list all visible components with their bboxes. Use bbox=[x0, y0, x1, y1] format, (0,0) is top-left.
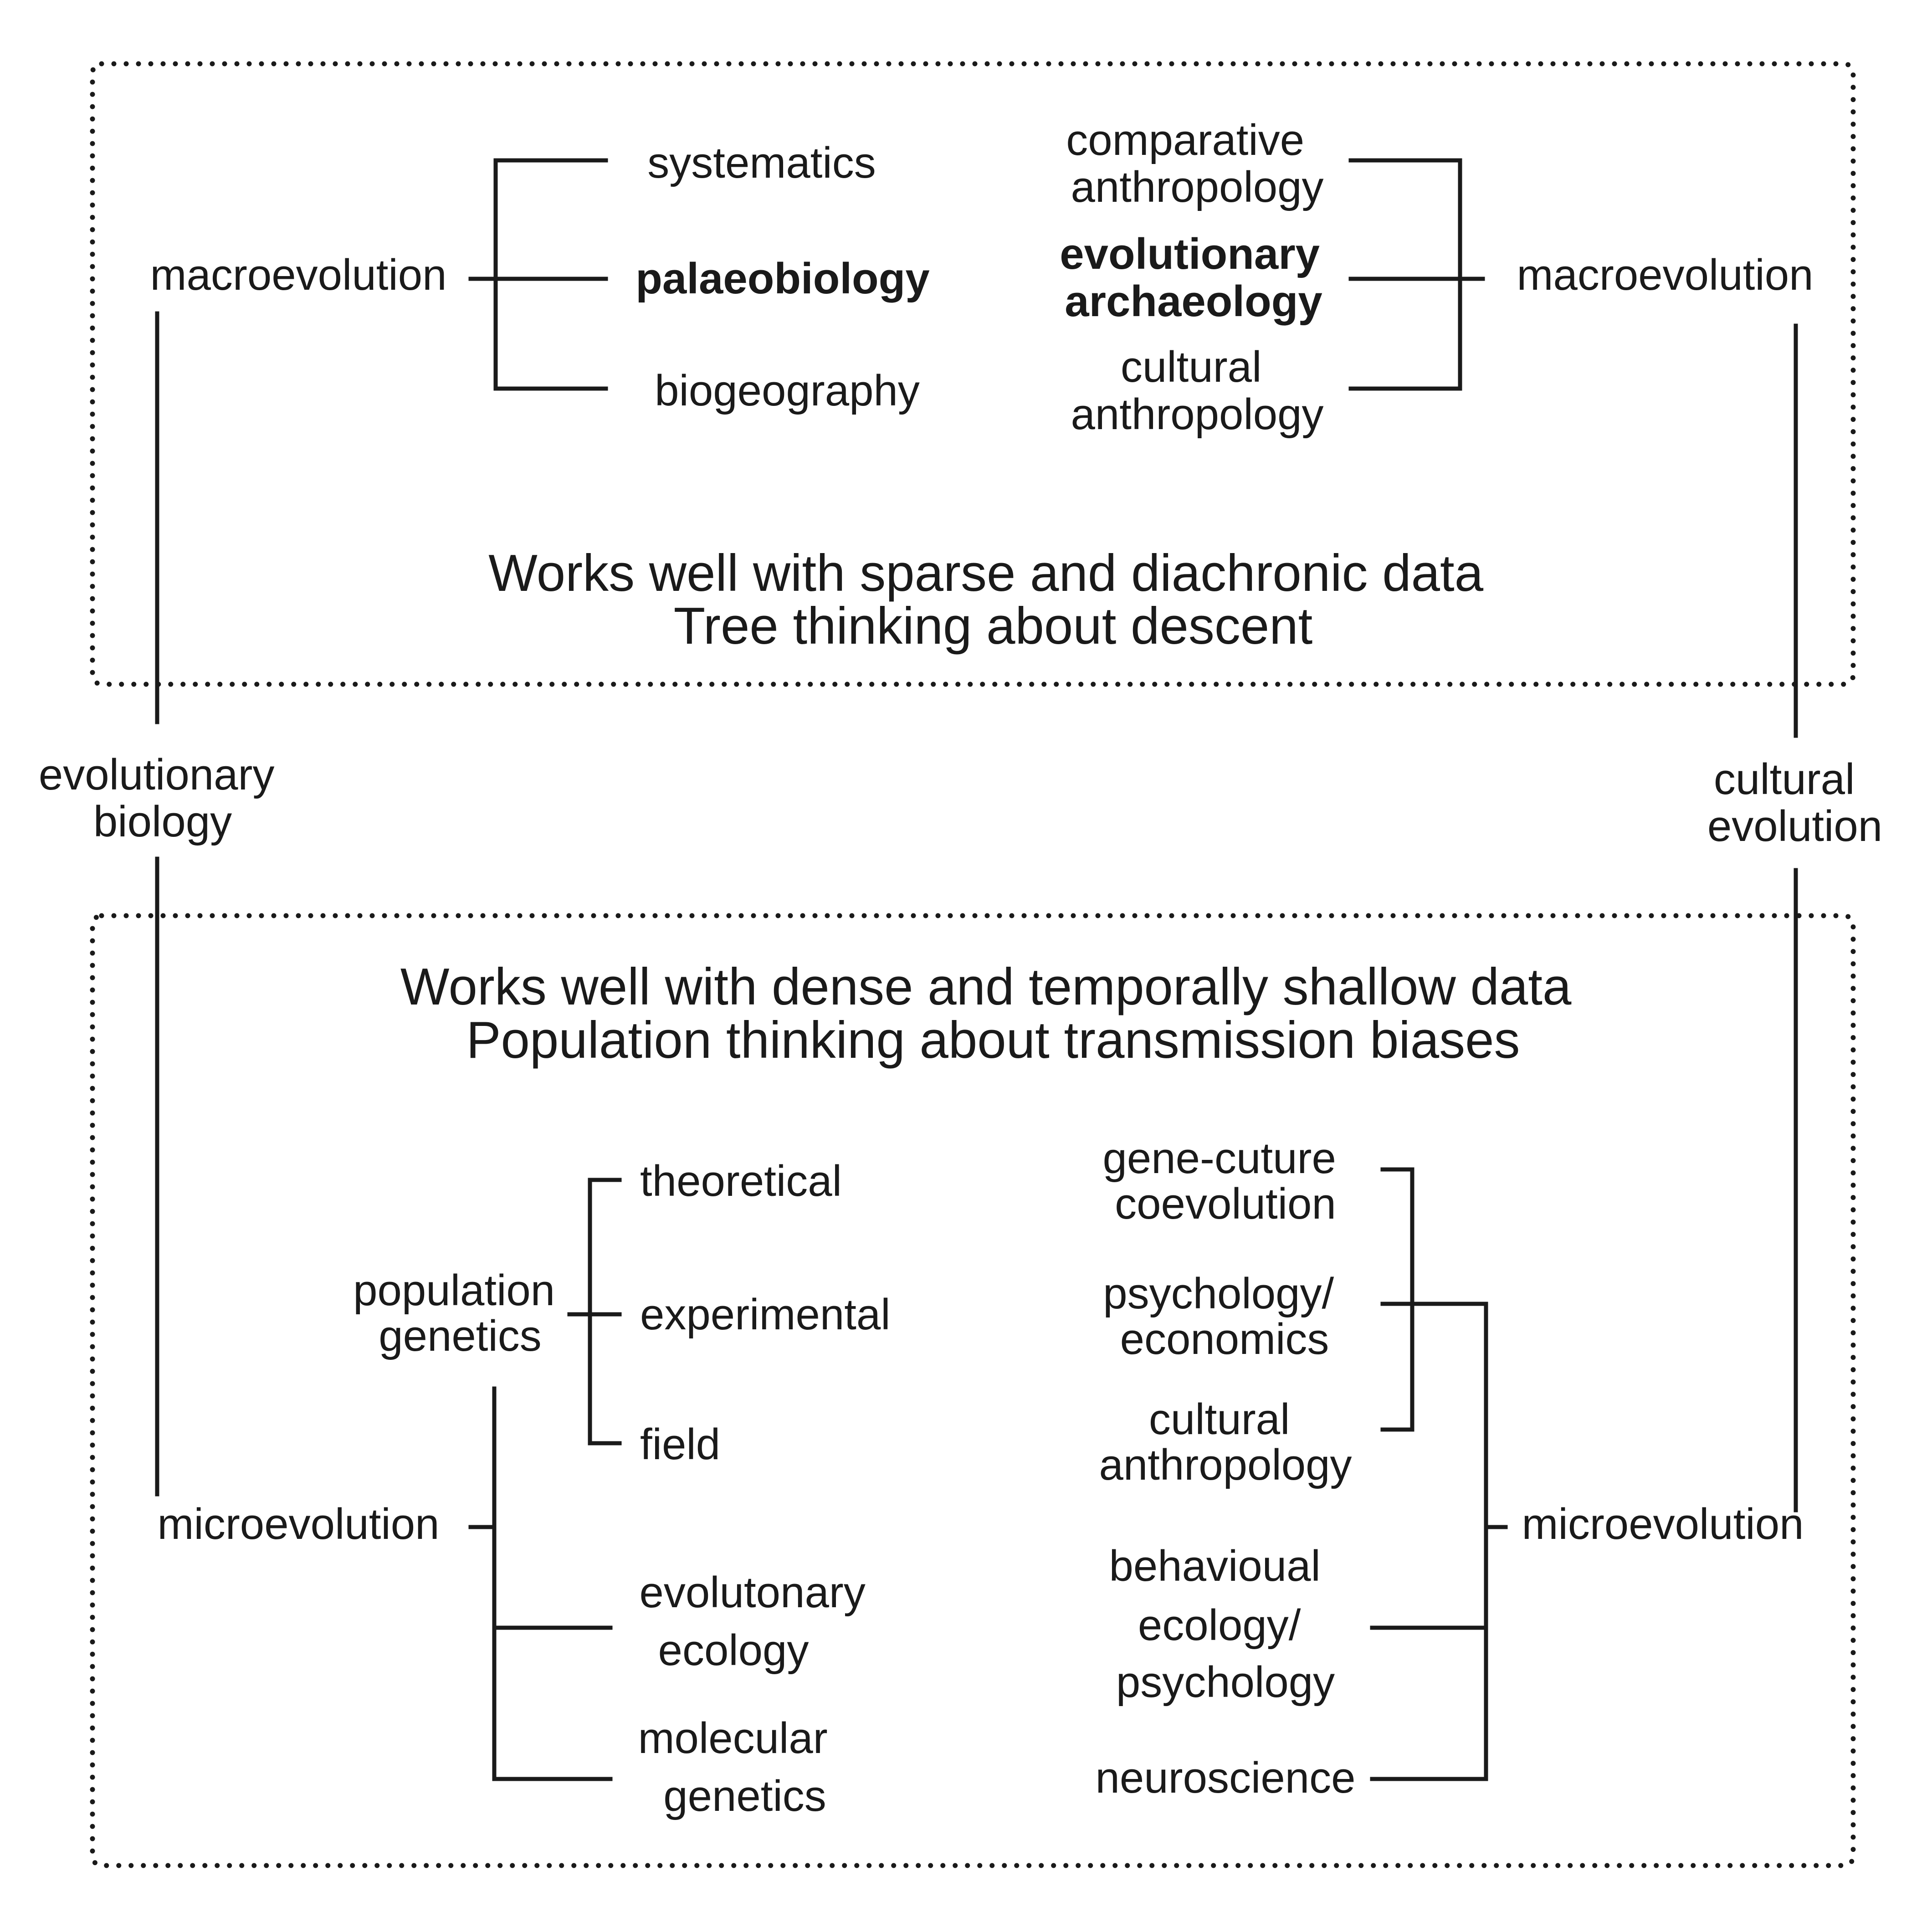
field-evolutionary-archaeology: evolutionary archaeology bbox=[1060, 230, 1332, 326]
population-genetics-bracket bbox=[567, 1178, 622, 1446]
field-palaeobiology: palaeobiology bbox=[635, 254, 929, 303]
micro-right-inner-bracket bbox=[1380, 1167, 1414, 1432]
microevolution-box bbox=[90, 913, 1856, 1868]
field-gene-culture-coevolution: gene-cuture coevolution bbox=[1102, 1134, 1348, 1228]
macro-left-label: macroevolution bbox=[150, 251, 447, 299]
field-psychology-economics: psychology/ economics bbox=[1103, 1269, 1346, 1364]
subfield-field: field bbox=[640, 1420, 720, 1469]
field-comparative-anthropology: comparative anthropology bbox=[1066, 116, 1323, 211]
micro-left-bracket bbox=[468, 1386, 613, 1781]
field-cultural-anthropology-macro: cultural anthropology bbox=[1071, 343, 1323, 439]
field-behavioural-ecology-psychology: behavioual ecology/ psychology bbox=[1109, 1542, 1335, 1707]
evolutionary-biology-label: evolutionary biology bbox=[39, 750, 287, 846]
subfield-experimental: experimental bbox=[640, 1290, 891, 1339]
field-neuroscience: neuroscience bbox=[1095, 1753, 1355, 1802]
macro-caption: Works well with sparse and diachronic da… bbox=[488, 544, 1498, 655]
field-evolutionary-ecology: evolutonary ecology bbox=[640, 1568, 878, 1675]
field-cultural-anthropology-micro: cultural anthropology bbox=[1099, 1395, 1352, 1489]
micro-right-label: microevolution bbox=[1522, 1500, 1804, 1548]
macro-left-bracket bbox=[468, 158, 608, 391]
population-genetics-label: population genetics bbox=[353, 1266, 567, 1360]
field-biogeography: biogeography bbox=[655, 366, 920, 415]
field-molecular-genetics: molecular genetics bbox=[638, 1714, 840, 1820]
micro-left-label: microevolution bbox=[158, 1500, 440, 1548]
micro-caption: Works well with dense and temporally sha… bbox=[400, 958, 1586, 1069]
subfield-theoretical: theoretical bbox=[640, 1157, 842, 1205]
micro-right-outer-bracket bbox=[1370, 1302, 1508, 1781]
field-systematics: systematics bbox=[647, 138, 876, 187]
cultural-evolution-label: cultural evolution bbox=[1707, 755, 1882, 851]
macro-right-label: macroevolution bbox=[1517, 251, 1814, 299]
macro-right-bracket bbox=[1348, 158, 1485, 391]
macroevolution-box bbox=[90, 61, 1856, 687]
